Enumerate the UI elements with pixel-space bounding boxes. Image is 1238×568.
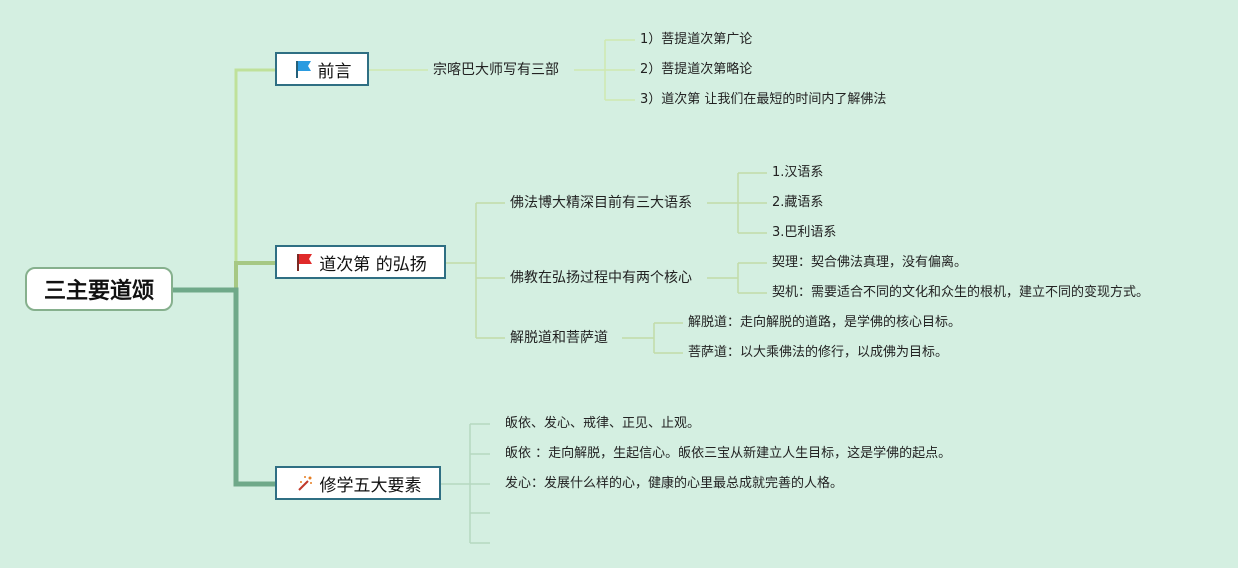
promote-topic[interactable]: 佛教在弘扬过程中有两个核心 — [510, 270, 692, 286]
branch-promote-label: 道次第 的弘扬 — [319, 254, 427, 275]
intro-topic[interactable]: 宗喀巴大师写有三部 — [433, 62, 559, 78]
red-flag-icon — [294, 252, 314, 272]
connector-paths — [622, 322, 683, 354]
branch-study[interactable]: 修学五大要素 — [275, 466, 441, 500]
language-item[interactable]: 2.藏语系 — [772, 195, 824, 210]
root-topic[interactable]: 三主要道颂 — [25, 267, 173, 311]
connector-root-study — [173, 287, 276, 487]
language-item[interactable]: 1.汉语系 — [772, 165, 824, 180]
study-item[interactable]: 皈依、发心、戒律、正见、止观。 — [505, 416, 701, 431]
path-item[interactable]: 解脱道：走向解脱的道路，是学佛的核心目标。 — [688, 315, 962, 330]
magic-wand-icon — [295, 473, 315, 493]
promote-topic[interactable]: 佛法博大精深目前有三大语系 — [510, 195, 692, 211]
core-item[interactable]: 契机：需要适合不同的文化和众生的根机，建立不同的变现方式。 — [772, 285, 1150, 300]
branch-study-label: 修学五大要素 — [319, 475, 422, 496]
connector-study-items — [440, 423, 490, 544]
branch-intro-label: 前言 — [317, 61, 352, 82]
core-item[interactable]: 契理：契合佛法真理，没有偏离。 — [772, 255, 968, 270]
branch-promote[interactable]: 道次第 的弘扬 — [275, 245, 446, 279]
connector-languages — [707, 172, 767, 234]
promote-topic[interactable]: 解脱道和菩萨道 — [510, 330, 608, 346]
intro-item[interactable]: 1）菩提道次第广论 — [640, 32, 753, 47]
connector-root-promote — [173, 261, 276, 292]
study-item[interactable]: 发心：发展什么样的心，健康的心里最总成就完善的人格。 — [505, 476, 844, 491]
connector-intro-items — [574, 39, 635, 101]
connector-core — [707, 262, 767, 294]
intro-item[interactable]: 2）菩提道次第略论 — [640, 62, 753, 77]
root-topic-label: 三主要道颂 — [43, 279, 154, 304]
connector-promote-children — [445, 202, 505, 339]
path-item[interactable]: 菩萨道：以大乘佛法的修行，以成佛为目标。 — [688, 345, 949, 360]
language-item[interactable]: 3.巴利语系 — [772, 225, 837, 240]
study-item[interactable]: 皈依 ：走向解脱，生起信心。皈依三宝从新建立人生目标，这是学佛的起点。 — [505, 446, 952, 461]
branch-intro[interactable]: 前言 — [275, 52, 369, 86]
intro-item[interactable]: 3）道次第 让我们在最短的时间内了解佛法 — [640, 92, 887, 107]
blue-flag-icon — [293, 59, 313, 79]
connector-root-intro — [173, 68, 276, 292]
